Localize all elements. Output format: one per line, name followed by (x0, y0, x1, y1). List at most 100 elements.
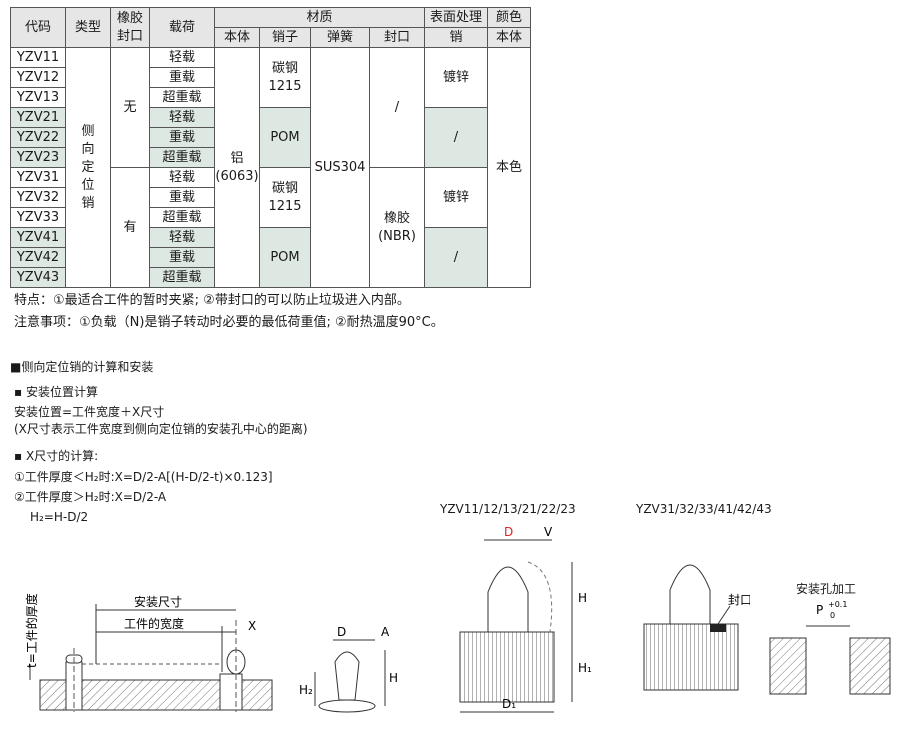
x-heading: ▪ X尺寸的计算: (14, 449, 99, 463)
load-cell: 超重载 (149, 87, 215, 108)
pin-detail-diagram: D A H H₂ (299, 625, 398, 713)
seal-material-cell: 橡胶(NBR) (369, 167, 425, 288)
series2-body (643, 623, 739, 691)
series1-body (459, 631, 555, 703)
hole-tol-top: +0.1 (828, 600, 847, 609)
load-cell: 超重载 (149, 267, 215, 288)
pin-material-cell: POM (259, 107, 311, 168)
header-surface-pin: 销 (424, 27, 488, 48)
load-cell: 轻载 (149, 47, 215, 68)
section-title: ■侧向定位销的计算和安装 (10, 360, 154, 374)
hole-tol-bottom: 0 (830, 611, 835, 620)
load-cell: 轻载 (149, 107, 215, 128)
features-note: 特点：①最适合工件的暂时夹紧; ②带封口的可以防止垃圾进入内部。 (14, 293, 410, 308)
surface-cell: / (424, 227, 488, 288)
header-seal: 橡胶封口 (110, 7, 150, 48)
load-cell: 重载 (149, 67, 215, 88)
detail-pin-head (334, 651, 360, 701)
type-cell: 侧向定位销 (65, 47, 111, 288)
x-label: X (248, 619, 256, 633)
position-formula: 安装位置=工件宽度＋X尺寸 (14, 405, 165, 419)
code-cell: YZV32 (10, 187, 66, 208)
header-load: 载荷 (149, 7, 215, 48)
surface-cell: 镀锌 (424, 47, 488, 108)
load-cell: 轻载 (149, 167, 215, 188)
detail-d-label: D (337, 625, 346, 639)
code-cell: YZV33 (10, 207, 66, 228)
hole-p-label: P (816, 603, 823, 617)
thickness-label: t=工件的厚度 (24, 593, 39, 668)
color-cell: 本色 (487, 47, 531, 288)
series1-d1-label: D₁ (502, 697, 516, 711)
series1-title: YZV11/12/13/21/22/23 (440, 502, 576, 516)
installation-diagram: 安装尺寸 工件的宽度 X t=工件的厚度 (24, 593, 273, 712)
header-code: 代码 (10, 7, 66, 48)
spring-material-cell: SUS304 (310, 47, 370, 288)
hole-left-wall (769, 637, 807, 695)
code-cell: YZV31 (10, 167, 66, 188)
detail-h-label: H (389, 671, 398, 685)
mounting-hole-diagram: P +0.1 0 (769, 600, 891, 695)
series1-tilted-pin (527, 561, 553, 633)
code-cell: YZV23 (10, 147, 66, 168)
series1-pin (487, 566, 529, 633)
series2-seal (710, 624, 726, 632)
series2-pin (669, 564, 711, 625)
load-cell: 轻载 (149, 227, 215, 248)
header-material: 材质 (214, 7, 425, 28)
formula-1: ①工件厚度＜H₂时:X=D/2-A[(H-D/2-t)×0.123] (14, 470, 273, 484)
header-pin: 销子 (259, 27, 311, 48)
cautions-note: 注意事项：①负载（N)是销子转动时必要的最低荷重值; ②耐热温度90°C。 (14, 315, 444, 330)
series1-h1-label: H₁ (578, 661, 592, 675)
load-cell: 重载 (149, 187, 215, 208)
series1-v-label: V (544, 525, 553, 539)
seal-material-cell: / (369, 47, 425, 168)
detail-base (318, 699, 376, 713)
header-seal-material: 封口 (369, 27, 425, 48)
formula-2: ②工件厚度＞H₂时:X=D/2-A (14, 490, 167, 504)
header-type: 类型 (65, 7, 111, 48)
code-cell: YZV13 (10, 87, 66, 108)
install-dim-label: 安装尺寸 (134, 594, 182, 609)
series2-seal-leader (717, 605, 731, 625)
seal-none-cell: 无 (110, 47, 150, 168)
load-cell: 超重载 (149, 147, 215, 168)
detail-a-label: A (381, 625, 390, 639)
series1-d-label: D (504, 525, 513, 539)
code-cell: YZV43 (10, 267, 66, 288)
header-spring: 弹簧 (310, 27, 370, 48)
header-surface: 表面处理 (424, 7, 488, 28)
load-cell: 超重载 (149, 207, 215, 228)
surface-cell: / (424, 107, 488, 168)
spec-table: 代码 类型 橡胶封口 载荷 材质 表面处理 颜色 本体 销子 弹簧 封口 销 本… (10, 7, 531, 288)
hole-title: 安装孔加工 (796, 582, 857, 596)
seal-yes-cell: 有 (110, 167, 150, 288)
code-cell: YZV12 (10, 67, 66, 88)
header-color-body: 本体 (487, 27, 531, 48)
series2-title: YZV31/32/33/41/42/43 (636, 502, 772, 516)
workpiece-width-label: 工件的宽度 (124, 616, 184, 631)
body-material-cell: 铝(6063) (214, 47, 260, 288)
series2-diagram: 封口 (643, 564, 750, 691)
code-cell: YZV11 (10, 47, 66, 68)
detail-h2-label: H₂ (299, 683, 313, 697)
load-cell: 重载 (149, 247, 215, 268)
surface-cell: 镀锌 (424, 167, 488, 228)
series1-h-label: H (578, 591, 587, 605)
code-cell: YZV21 (10, 107, 66, 128)
series1-diagram: D V H H₁ D₁ (459, 525, 592, 713)
right-pin-body (219, 673, 243, 711)
position-note: (X尺寸表示工件宽度到侧向定位销的安装孔中心的距离) (14, 422, 308, 436)
load-cell: 重载 (149, 127, 215, 148)
header-body: 本体 (214, 27, 260, 48)
header-color: 颜色 (487, 7, 531, 28)
h2-definition: H₂=H-D/2 (30, 510, 89, 524)
position-heading: ▪ 安装位置计算 (14, 385, 98, 399)
code-cell: YZV41 (10, 227, 66, 248)
pin-material-cell: POM (259, 227, 311, 288)
series2-seal-label: 封口 (728, 593, 750, 607)
code-cell: YZV42 (10, 247, 66, 268)
hole-right-wall (849, 637, 891, 695)
